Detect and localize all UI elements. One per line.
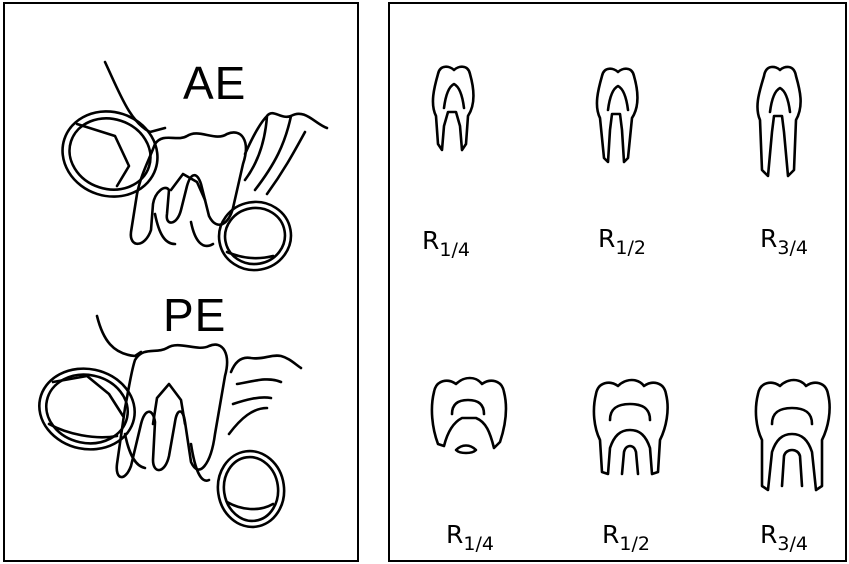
bottom-stage-label-2: R1/2 [602, 520, 650, 555]
single-root-tooth-r14 [433, 67, 474, 150]
pe-gingiva-line [97, 316, 141, 356]
top-stage-label-3: R3/4 [760, 224, 808, 259]
top-stage-label-2: R1/2 [598, 224, 646, 259]
ae-label: AE [183, 56, 246, 110]
pe-tooth-bud-right [213, 447, 289, 531]
single-root-tooth-r34 [757, 67, 800, 176]
pe-illustration [32, 316, 301, 531]
eruption-drawing [5, 4, 357, 560]
right-panel: R1/4 R1/2 R3/4 R1/4 R1/2 R3/4 [388, 2, 847, 562]
pe-erupting-molar [117, 345, 227, 481]
bottom-stage-label-3: R3/4 [760, 520, 808, 555]
ae-tooth-bud-right [214, 196, 297, 275]
top-stage-label-1: R1/4 [422, 226, 470, 261]
single-root-tooth-r12 [597, 69, 638, 162]
ae-soft-tissue [245, 113, 327, 194]
root-stages-drawing [390, 4, 845, 560]
molar-tooth-r14 [432, 378, 506, 453]
ae-erupting-molar [131, 132, 246, 245]
molar-tooth-r12 [594, 380, 668, 474]
ae-gingiva-line [105, 62, 165, 132]
left-panel: AE PE [3, 2, 359, 562]
pe-label: PE [163, 288, 226, 342]
pe-soft-tissue [229, 356, 301, 434]
molar-tooth-r34 [756, 380, 830, 490]
bottom-stage-label-1: R1/4 [446, 520, 494, 555]
